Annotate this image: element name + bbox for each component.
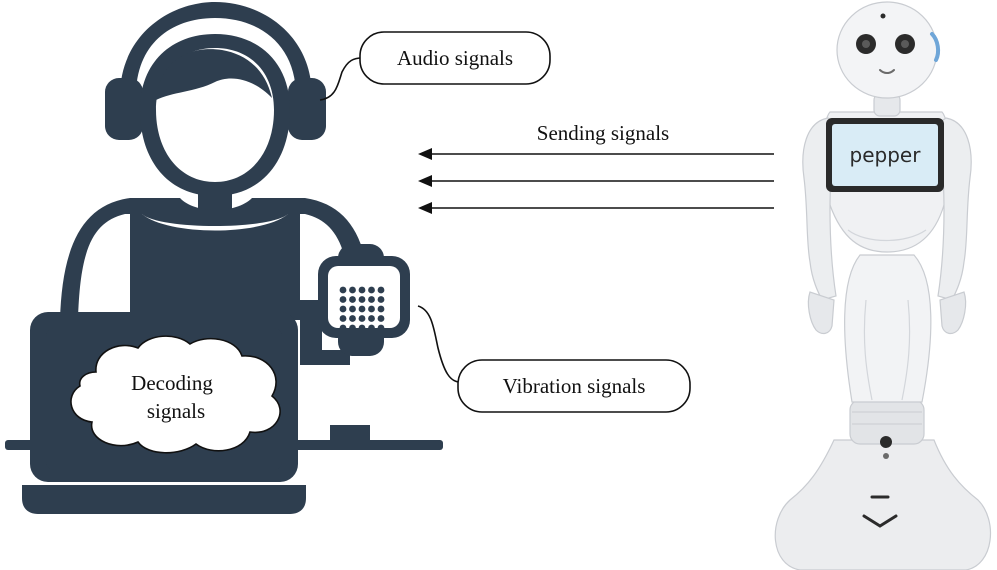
vibration-dot bbox=[358, 286, 366, 294]
torso-outline bbox=[60, 198, 370, 320]
robot-head bbox=[836, 1, 938, 99]
neck bbox=[198, 185, 232, 211]
vibration-dot bbox=[377, 296, 385, 303]
vibration-dot bbox=[358, 296, 366, 303]
shirt bbox=[142, 214, 288, 320]
vibration-dot bbox=[349, 305, 356, 313]
robot-tablet-label: pepper bbox=[850, 143, 922, 167]
right-earcup bbox=[288, 78, 326, 140]
robot-left-hand bbox=[807, 291, 835, 335]
vibration-dot bbox=[368, 305, 375, 313]
vibration-dot bbox=[377, 305, 385, 313]
vibration-dot bbox=[368, 296, 375, 303]
robot-mouth bbox=[879, 69, 895, 74]
vibration-watch-icon bbox=[318, 244, 410, 356]
arrowhead-3 bbox=[418, 202, 432, 214]
arrowhead-1 bbox=[418, 148, 432, 160]
audio-label-box bbox=[359, 31, 551, 85]
vibration-dot bbox=[368, 324, 375, 332]
vibration-dot-grid bbox=[339, 286, 385, 332]
laptop-base bbox=[22, 485, 306, 514]
vibration-dot bbox=[358, 315, 366, 322]
vibration-dot bbox=[368, 315, 375, 322]
vibration-dot bbox=[339, 305, 347, 313]
decoding-cloud: Decoding signals bbox=[70, 335, 281, 454]
vibration-label-box bbox=[457, 359, 691, 413]
robot-base bbox=[774, 439, 991, 570]
headphones-icon bbox=[120, 2, 312, 96]
vibration-dot bbox=[339, 324, 347, 332]
vibration-dot bbox=[349, 296, 356, 303]
cloud-shape bbox=[70, 335, 281, 454]
vibration-callout: Vibration signals bbox=[417, 305, 691, 413]
vibration-dot bbox=[339, 315, 347, 322]
vibration-label: Vibration signals bbox=[503, 374, 646, 398]
decoding-label-line2: signals bbox=[147, 399, 205, 423]
person-icon bbox=[60, 2, 370, 365]
audio-label: Audio signals bbox=[397, 46, 513, 70]
arm bbox=[300, 300, 350, 365]
vibration-connector bbox=[417, 305, 461, 383]
robot-right-hand bbox=[939, 291, 967, 335]
robot-leg bbox=[844, 254, 932, 403]
vibration-dot bbox=[349, 324, 356, 332]
audio-callout: Audio signals bbox=[319, 31, 551, 101]
sending-label: Sending signals bbox=[537, 121, 669, 145]
hair bbox=[156, 49, 272, 100]
vibration-dot bbox=[349, 315, 356, 322]
vibration-dot bbox=[349, 286, 356, 294]
vibration-dot bbox=[339, 296, 347, 303]
vibration-dot bbox=[358, 324, 366, 332]
arrowhead-2 bbox=[418, 175, 432, 187]
vibration-dot bbox=[339, 286, 347, 294]
vibration-dot bbox=[368, 286, 375, 294]
sending-arrows: Sending signals bbox=[418, 121, 774, 214]
decoding-label-line1: Decoding bbox=[131, 371, 213, 395]
audio-connector bbox=[319, 57, 363, 101]
vibration-dot bbox=[377, 324, 385, 332]
robot-sensor bbox=[880, 436, 892, 448]
vibration-dot bbox=[377, 315, 385, 322]
robot-tablet-screen bbox=[832, 124, 938, 186]
pepper-robot-icon: pepper bbox=[774, 1, 991, 570]
left-earcup bbox=[105, 78, 143, 140]
vibration-dot bbox=[358, 305, 366, 313]
vibration-dot bbox=[377, 286, 385, 294]
